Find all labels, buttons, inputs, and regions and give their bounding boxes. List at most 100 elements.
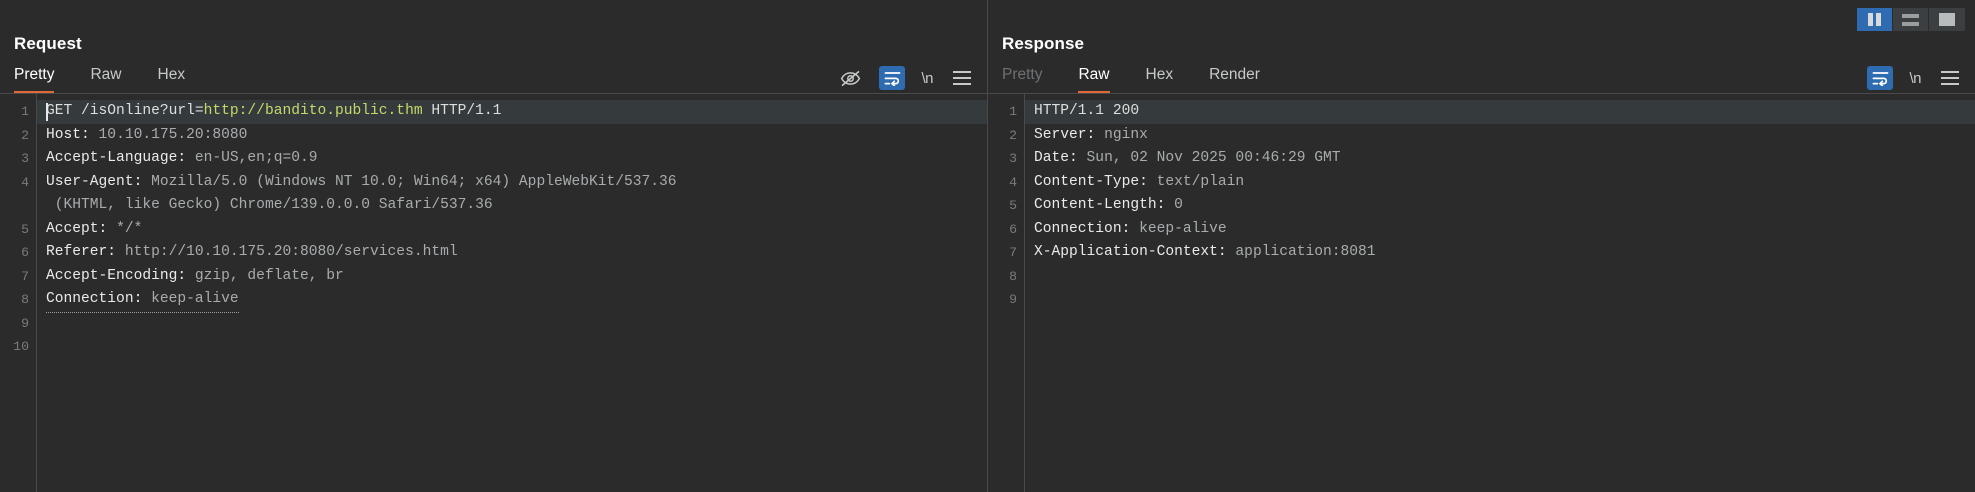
line-number-spacer (0, 194, 36, 218)
request-tab-hex[interactable]: Hex (157, 66, 186, 83)
line-number: 8 (21, 292, 29, 307)
request-pane: Request Pretty Raw Hex (0, 0, 988, 492)
text-caret (46, 103, 48, 121)
header-value: nginx (1095, 126, 1148, 143)
header-name: Accept-Language: (46, 150, 187, 166)
line-number: 1 (1009, 104, 1017, 119)
horizontal-split-icon (1902, 13, 1919, 26)
eye-slash-icon[interactable] (837, 66, 863, 90)
code-line[interactable]: Connection: keep-alive (37, 288, 987, 313)
code-line[interactable]: X-Application-Context: application:8081 (1025, 241, 1975, 265)
line-number: 7 (21, 268, 29, 284)
response-tab-pretty[interactable]: Pretty (1002, 66, 1043, 83)
code-line[interactable] (1025, 288, 1975, 312)
response-toolbar: \n (1867, 66, 1963, 90)
request-tab-bar: Pretty Raw Hex (0, 62, 987, 94)
header-name: Connection: (1034, 220, 1131, 237)
tab-divider (988, 93, 1975, 94)
code-line[interactable]: (KHTML, like Gecko) Chrome/139.0.0.0 Saf… (37, 194, 987, 218)
header-name: X-Application-Context: (1034, 244, 1227, 260)
newline-icon[interactable]: \n (1909, 69, 1921, 87)
header-value: keep-alive (1130, 220, 1227, 237)
header-value: keep-alive (142, 291, 239, 307)
code-line[interactable]: Referer: http://10.10.175.20:8080/servic… (37, 241, 987, 265)
header-value: Mozilla/5.0 (Windows NT 10.0; Win64; x64… (142, 173, 677, 190)
response-pane: Response Pretty Raw Hex Render \n (988, 0, 1975, 492)
line-number: 10 (13, 339, 29, 354)
layout-single-pane-button[interactable] (1929, 8, 1965, 31)
code-line[interactable]: User-Agent: Mozilla/5.0 (Windows NT 10.0… (37, 171, 987, 195)
header-name: Accept-Encoding: (46, 267, 187, 284)
line-number: 2 (1009, 127, 1017, 143)
request-panel-title: Request (14, 34, 82, 53)
tab-divider (0, 93, 987, 94)
word-wrap-icon[interactable] (879, 66, 906, 90)
line-number: 5 (1009, 198, 1017, 213)
code-line[interactable]: Server: nginx (1025, 124, 1975, 148)
menu-icon[interactable] (949, 66, 975, 90)
code-text: GET /isOnline?url= (46, 103, 204, 119)
request-tab-pretty[interactable]: Pretty (14, 66, 55, 94)
header-value: 10.10.175.20:8080 (89, 126, 248, 143)
request-code[interactable]: GET /isOnline?url=http://bandito.public.… (36, 94, 987, 492)
layout-switcher (1857, 8, 1965, 31)
header-value: http://10.10.175.20:8080/services.html (116, 244, 458, 260)
line-number: 9 (1009, 292, 1017, 307)
line-number: 4 (21, 174, 29, 190)
response-tab-render[interactable]: Render (1209, 66, 1260, 83)
code-text: HTTP/1.1 (422, 103, 502, 119)
code-line[interactable]: Accept: */* (37, 218, 987, 242)
url-parameter-value: http://bandito.public.thm (203, 103, 423, 119)
response-tab-raw[interactable]: Raw (1078, 66, 1110, 94)
header-value: 0 (1165, 197, 1183, 213)
line-number: 7 (1009, 245, 1017, 260)
response-tab-hex[interactable]: Hex (1145, 66, 1174, 83)
layout-vertical-split-button[interactable] (1857, 8, 1893, 31)
focused-text: Connection: keep-alive (46, 288, 239, 313)
header-name: Host: (46, 126, 90, 143)
single-pane-icon (1939, 13, 1955, 26)
request-toolbar: \n (837, 66, 975, 90)
header-name: Content-Type: (1034, 173, 1148, 190)
header-value: (KHTML, like Gecko) Chrome/139.0.0.0 Saf… (46, 197, 493, 213)
code-text: HTTP/1.1 200 (1034, 103, 1140, 119)
header-value: */* (107, 220, 143, 237)
code-line[interactable]: HTTP/1.1 200 (1025, 100, 1975, 124)
header-name: Server: (1034, 126, 1096, 143)
code-line[interactable]: Content-Length: 0 (1025, 194, 1975, 218)
line-number: 8 (1009, 268, 1017, 284)
header-value: application:8081 (1226, 244, 1376, 260)
code-line[interactable] (37, 312, 987, 336)
header-name: Connection: (46, 291, 143, 307)
menu-icon[interactable] (1937, 66, 1963, 90)
code-line[interactable]: Date: Sun, 02 Nov 2025 00:46:29 GMT (1025, 147, 1975, 171)
header-name: Accept: (46, 220, 108, 237)
newline-icon[interactable]: \n (921, 69, 933, 87)
header-value: text/plain (1147, 173, 1245, 190)
code-line[interactable]: Connection: keep-alive (1025, 218, 1975, 242)
code-line[interactable] (1025, 265, 1975, 289)
layout-horizontal-split-button[interactable] (1893, 8, 1929, 31)
line-number: 4 (1009, 174, 1017, 190)
code-line[interactable]: GET /isOnline?url=http://bandito.public.… (37, 100, 987, 124)
line-number: 9 (21, 315, 29, 331)
code-line[interactable]: Host: 10.10.175.20:8080 (37, 124, 987, 148)
response-panel-title: Response (1002, 34, 1085, 53)
code-line[interactable]: Accept-Encoding: gzip, deflate, br (37, 265, 987, 289)
line-number: 2 (21, 127, 29, 143)
code-line[interactable] (37, 335, 987, 359)
header-name: Content-Length: (1034, 197, 1166, 213)
word-wrap-icon[interactable] (1867, 66, 1894, 90)
line-number: 6 (21, 245, 29, 260)
request-tab-raw[interactable]: Raw (90, 66, 122, 83)
header-name: User-Agent: (46, 173, 143, 190)
line-number: 5 (21, 221, 29, 237)
code-line[interactable]: Accept-Language: en-US,en;q=0.9 (37, 147, 987, 171)
code-line[interactable]: Content-Type: text/plain (1025, 171, 1975, 195)
